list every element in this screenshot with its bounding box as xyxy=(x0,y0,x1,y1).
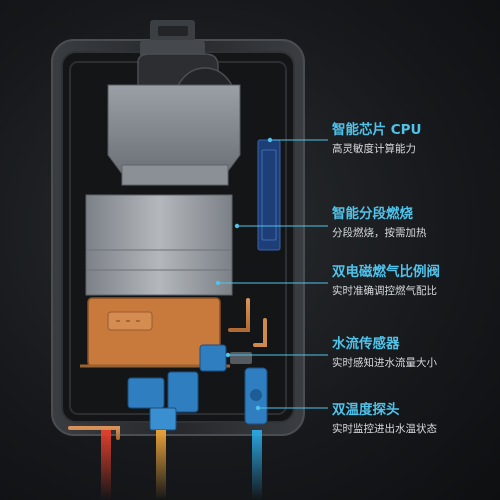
feature-cpu-chip: 智能芯片 CPU 高灵敏度计算能力 xyxy=(332,122,497,156)
callout-dots xyxy=(215,137,273,411)
inlet-valve-assembly xyxy=(127,367,268,431)
feature-title: 双电磁燃气比例阀 xyxy=(332,264,440,280)
feature-segmented-combustion: 智能分段燃烧 分段燃烧，按需加热 xyxy=(332,206,497,240)
feature-description: 实时准确调控燃气配比 xyxy=(332,285,437,297)
feature-description: 实时监控进出水温状态 xyxy=(332,423,437,435)
copper-coils xyxy=(68,190,250,440)
feature-title: 智能芯片 CPU xyxy=(332,122,422,138)
cpu-board xyxy=(257,139,281,251)
feature-description: 高灵敏度计算能力 xyxy=(332,143,416,155)
combustion-hood xyxy=(107,84,241,186)
callout-lines xyxy=(218,139,328,409)
feature-description: 分段燃烧，按需加热 xyxy=(332,227,427,239)
bottom-connectors xyxy=(101,430,262,500)
feature-flow-sensor: 水流传感器 实时感知进水流量大小 xyxy=(332,336,497,370)
feature-title: 水流传感器 xyxy=(332,336,400,352)
feature-title: 双温度探头 xyxy=(332,402,400,418)
feature-description: 实时感知进水流量大小 xyxy=(332,357,437,369)
feature-dual-temperature-probe: 双温度探头 实时监控进出水温状态 xyxy=(332,402,497,436)
feature-gas-valve: 双电磁燃气比例阀 实时准确调控燃气配比 xyxy=(332,264,497,298)
feature-title: 智能分段燃烧 xyxy=(332,206,413,222)
